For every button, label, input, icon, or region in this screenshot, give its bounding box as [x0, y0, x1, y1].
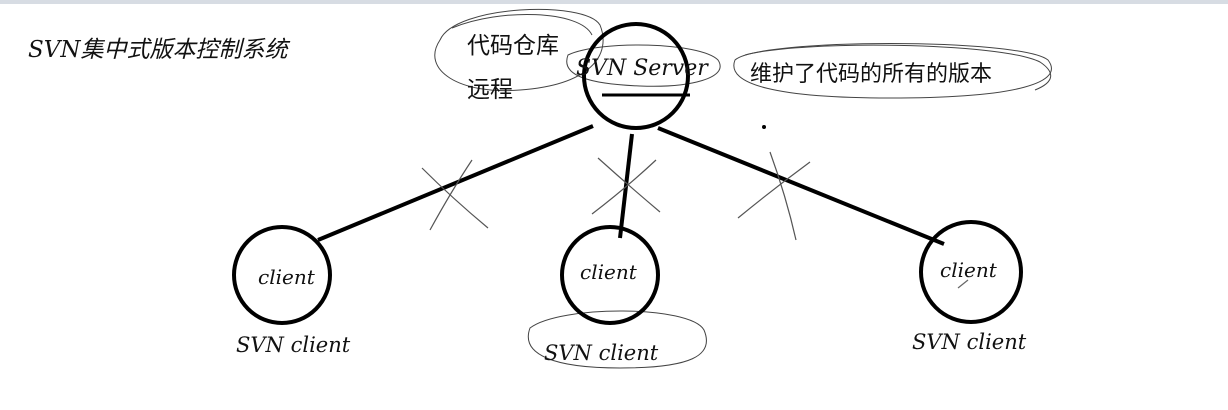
client-left-caption: SVN client [236, 333, 351, 357]
pen-mark-right-client [957, 279, 969, 289]
client-right-caption: SVN client [912, 330, 1027, 354]
note-remote: 远程 [467, 77, 513, 103]
scribble-repo-note [434, 8, 604, 92]
server-label: SVN Server [576, 56, 708, 81]
window-top-border [0, 0, 1228, 4]
link-server-client-left [317, 124, 594, 242]
link-server-client-right [657, 126, 945, 246]
note-all-versions: 维护了代码的所有的版本 [750, 62, 993, 87]
client-middle-inner-label: client [580, 260, 637, 284]
server-node [582, 22, 690, 130]
note-code-repository: 代码仓库 [467, 33, 559, 59]
diagram-title: SVN集中式版本控制系统 [28, 37, 288, 63]
scribble-caption-middle [527, 310, 707, 369]
scribble-versions-note [733, 43, 1052, 99]
stray-dot [762, 125, 766, 129]
client-left-inner-label: client [258, 265, 315, 289]
cross-mark-left [421, 159, 489, 231]
client-node-right [919, 220, 1023, 324]
client-right-inner-label: client [940, 258, 997, 282]
cross-mark-right [737, 151, 811, 241]
client-node-left [232, 225, 332, 325]
client-middle-caption: SVN client [544, 341, 659, 365]
client-node-middle [560, 225, 660, 325]
cross-mark-middle [591, 157, 661, 215]
